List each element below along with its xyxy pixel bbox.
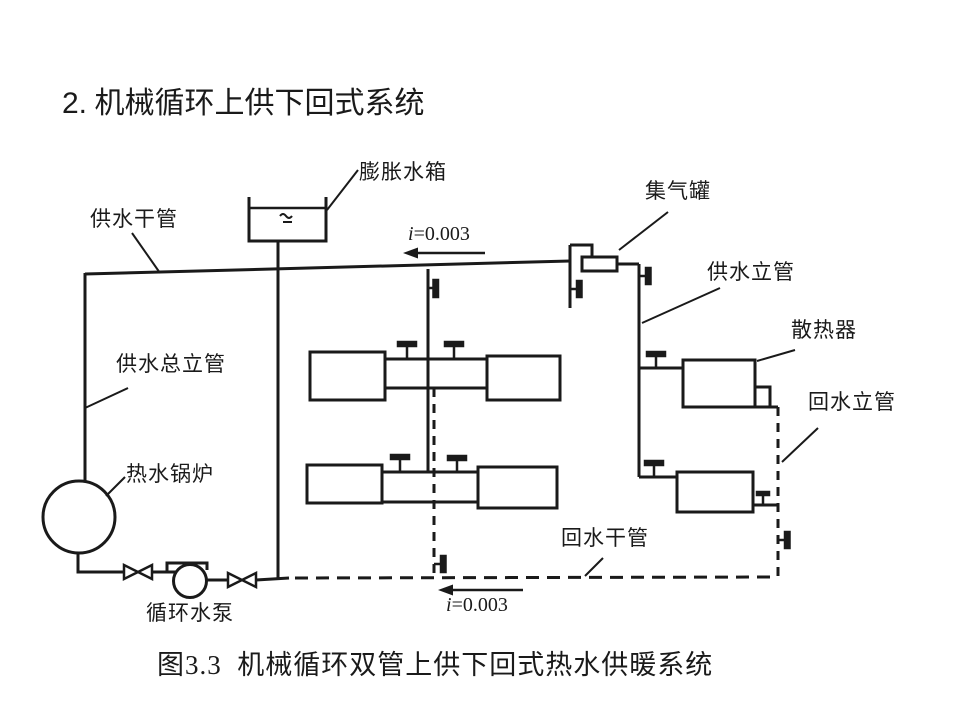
radiator-valve-icon xyxy=(643,459,771,505)
riser-valve-icon xyxy=(570,279,583,299)
leader-supply-main xyxy=(131,232,161,274)
pump-symbol xyxy=(152,561,228,599)
supply-main-pipe xyxy=(84,259,571,276)
radiator-symbol xyxy=(485,354,562,402)
radiator-outlet xyxy=(753,385,772,409)
return-main-pipe xyxy=(294,575,779,580)
leader-air-collector xyxy=(618,211,669,251)
riser-valve-icon xyxy=(428,278,440,299)
pump-outlet-pipe xyxy=(255,576,290,582)
label-boiler: 热水锅炉 xyxy=(126,462,214,486)
riser-valve-icon xyxy=(639,266,652,286)
water-level-icon xyxy=(279,213,293,223)
radiator-symbol xyxy=(476,465,559,510)
return-riser-right-pipe xyxy=(776,407,791,577)
slope-arrow-bottom xyxy=(438,584,523,596)
slope-arrow-top xyxy=(403,247,485,259)
label-slope-top: i=0.003 xyxy=(408,223,470,245)
figure-caption-text: 机械循环双管上供下回式热水供暖系统 xyxy=(237,650,714,680)
label-return-riser: 回水立管 xyxy=(808,390,896,414)
radiator-symbol xyxy=(681,358,757,409)
radiator-group-right-floor2 xyxy=(639,459,778,514)
radiator-symbol xyxy=(305,463,384,505)
leader-return-riser xyxy=(781,427,819,463)
title-text: 机械循环上供下回式系统 xyxy=(94,87,425,120)
figure-number: 图3.3 xyxy=(157,650,222,680)
supply-riser-right-pipe xyxy=(637,264,652,477)
expansion-tank-symbol xyxy=(247,197,328,243)
label-return-main: 回水干管 xyxy=(561,526,649,550)
boiler-symbol xyxy=(41,479,123,574)
label-slope-bottom: i=0.003 xyxy=(446,594,508,616)
supply-riser-middle-pipe xyxy=(426,269,440,472)
radiator-valve-icon xyxy=(396,340,465,359)
riser-valve-icon xyxy=(434,554,447,574)
leader-main-supply-riser xyxy=(84,387,129,409)
leader-return-main xyxy=(584,557,604,577)
radiator-group-floor2 xyxy=(305,453,559,510)
gate-valve-icon xyxy=(122,562,154,582)
figure-caption: 图3.3 机械循环双管上供下回式热水供暖系统 xyxy=(157,643,713,682)
label-main-supply-riser: 供水总立管 xyxy=(116,352,226,376)
radiator-valve-icon xyxy=(645,350,667,368)
label-supply-riser: 供水立管 xyxy=(707,260,795,284)
page-title: 2. 机械循环上供下回式系统 xyxy=(62,78,425,122)
label-air-collector: 集气罐 xyxy=(645,179,711,203)
return-riser-middle-pipe xyxy=(432,388,447,577)
radiator-valve-icon xyxy=(389,453,468,472)
radiator-group-floor1 xyxy=(308,340,562,402)
label-supply-main: 供水干管 xyxy=(90,207,178,231)
riser-valve-icon xyxy=(778,530,791,550)
title-number: 2. xyxy=(62,87,88,120)
label-pump: 循环水泵 xyxy=(146,601,234,625)
gate-valve-icon xyxy=(226,570,258,590)
leader-radiator xyxy=(756,349,796,362)
leader-supply-riser xyxy=(641,287,721,324)
air-collector-symbol xyxy=(568,243,639,308)
radiator-group-right-floor1 xyxy=(639,350,778,409)
radiator-symbol xyxy=(675,470,755,514)
radiator-symbol xyxy=(308,350,387,402)
leader-expansion-tank xyxy=(326,169,359,211)
label-expansion-tank: 膨胀水箱 xyxy=(359,160,447,184)
leader-boiler xyxy=(105,476,126,497)
label-radiator: 散热器 xyxy=(791,318,857,342)
